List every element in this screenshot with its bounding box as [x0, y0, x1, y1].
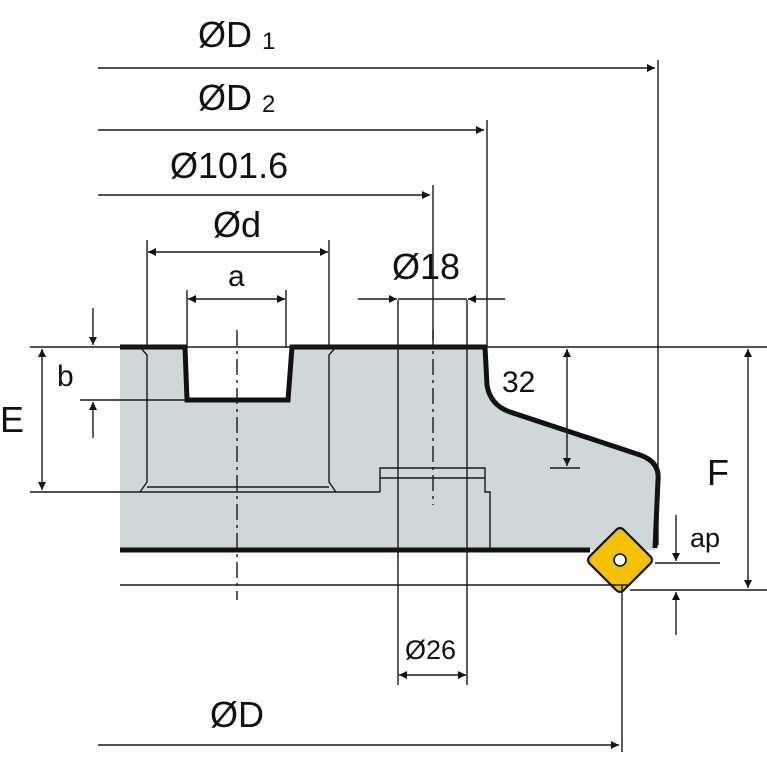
label-f: F [707, 452, 729, 493]
label-d101: Ø101.6 [170, 145, 288, 186]
bore-contour-right [328, 346, 337, 493]
label-d2: ØD 2 [198, 77, 275, 118]
label-d26: Ø26 [405, 635, 456, 665]
label-b: b [57, 360, 74, 393]
label-d-small: Ød [213, 204, 261, 245]
cutting-insert [587, 527, 653, 593]
label-32: 32 [502, 366, 535, 399]
coolant-step [379, 467, 491, 550]
label-a: a [228, 260, 245, 293]
label-ap: ap [690, 523, 720, 553]
insert-hole [613, 553, 627, 567]
label-d2-text: ØD [198, 77, 252, 118]
label-d18: Ø18 [392, 246, 460, 287]
label-d1-text: ØD [198, 14, 252, 55]
cutter-body [30, 300, 661, 685]
label-d1: ØD 1 [198, 14, 275, 55]
label-e: E [0, 399, 24, 440]
body-fill [120, 347, 659, 550]
label-d-main: ØD [210, 694, 264, 735]
bore-contour [139, 346, 148, 493]
